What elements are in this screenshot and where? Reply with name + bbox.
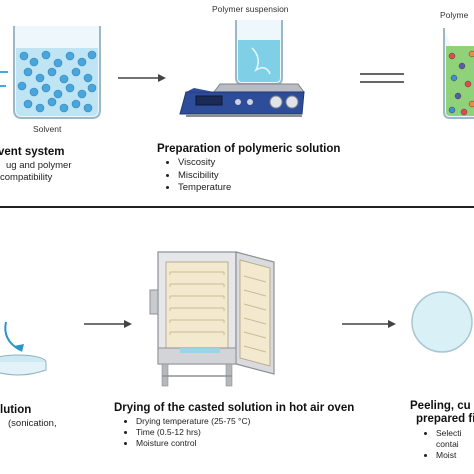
list-item: Drying temperature (25-75 °C) (136, 416, 250, 427)
list-item: Moisture control (136, 438, 250, 449)
section-divider (0, 206, 474, 208)
polymeric-solution-beaker-illustration (443, 28, 474, 119)
preparation-heading: Preparation of polymeric solution (157, 143, 341, 155)
solvent-system-heading: vent system (0, 146, 65, 158)
peeling-heading-line: Peeling, cu (410, 400, 471, 412)
list-item: contai (436, 439, 459, 449)
list-item: Moist (436, 450, 462, 461)
peeling-bullet-list: Selecti contai Moist (424, 428, 462, 461)
film-disc-illustration (411, 291, 473, 353)
polymer-suspension-label: Polymer suspension (212, 4, 289, 14)
list-item: Viscosity (178, 157, 231, 170)
hot-plate-stirrer-illustration (179, 20, 305, 117)
solvent-system-line: compatibility (0, 172, 53, 183)
solvent-system-line: ug and polymer (6, 160, 72, 171)
polymeric-solution-label: Polyme (440, 10, 469, 20)
list-item: Temperature (178, 182, 231, 195)
petri-dish-illustration (0, 321, 47, 376)
equals-icon (360, 73, 404, 83)
drying-bullet-list: Drying temperature (25-75 °C) Time (0.5-… (124, 416, 250, 449)
arrow-icon (342, 320, 396, 328)
arrow-icon (84, 320, 132, 328)
preparation-bullet-list: Viscosity Miscibility Temperature (166, 157, 231, 195)
peeling-heading-line: prepared fi (416, 413, 474, 425)
drying-heading: Drying of the casted solution in hot air… (114, 402, 355, 414)
hot-air-oven-illustration (149, 251, 275, 387)
casting-heading: lution (0, 404, 32, 416)
list-item: Selecti (436, 428, 462, 439)
solvent-beaker-illustration (0, 26, 101, 119)
arrow-icon (118, 74, 166, 82)
list-item: Time (0.5-12 hrs) (136, 427, 250, 438)
solvent-label: Solvent (33, 124, 62, 134)
casting-line: (sonication, (8, 418, 57, 429)
list-item: Miscibility (178, 170, 231, 183)
